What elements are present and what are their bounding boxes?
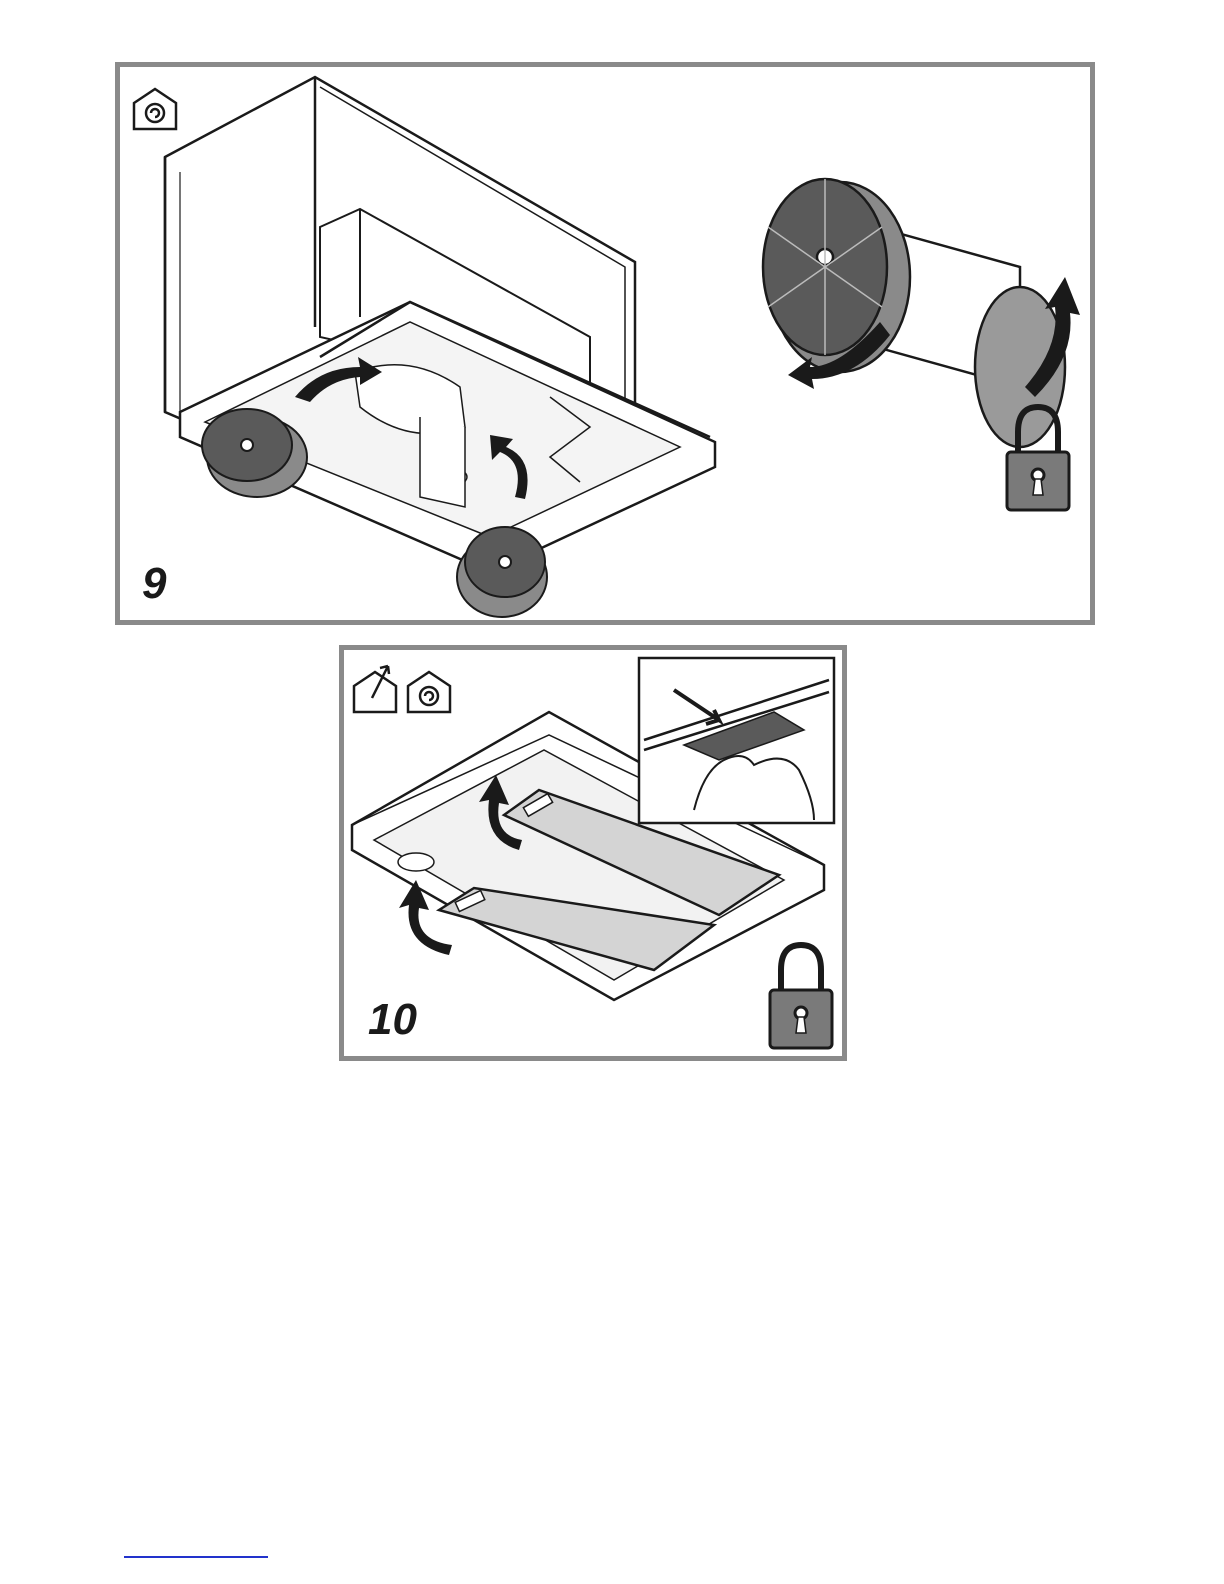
recirculation-mode-icon (408, 672, 450, 712)
figure-9-illustration (120, 67, 1090, 620)
charcoal-filter-detail (763, 179, 1065, 447)
step-number: 9 (142, 562, 166, 606)
figure-10-grease-filter-installation: 10 (339, 645, 847, 1061)
recirculation-mode-icon (134, 89, 176, 129)
figure-9-charcoal-filter-installation: 9 (115, 62, 1095, 625)
figure-10-illustration (344, 650, 842, 1056)
extraction-mode-icon (354, 666, 396, 712)
latch-detail-inset (639, 658, 834, 823)
padlock-icon (770, 945, 832, 1048)
footer-link-underline[interactable] (124, 1556, 268, 1558)
step-number: 10 (368, 998, 417, 1042)
